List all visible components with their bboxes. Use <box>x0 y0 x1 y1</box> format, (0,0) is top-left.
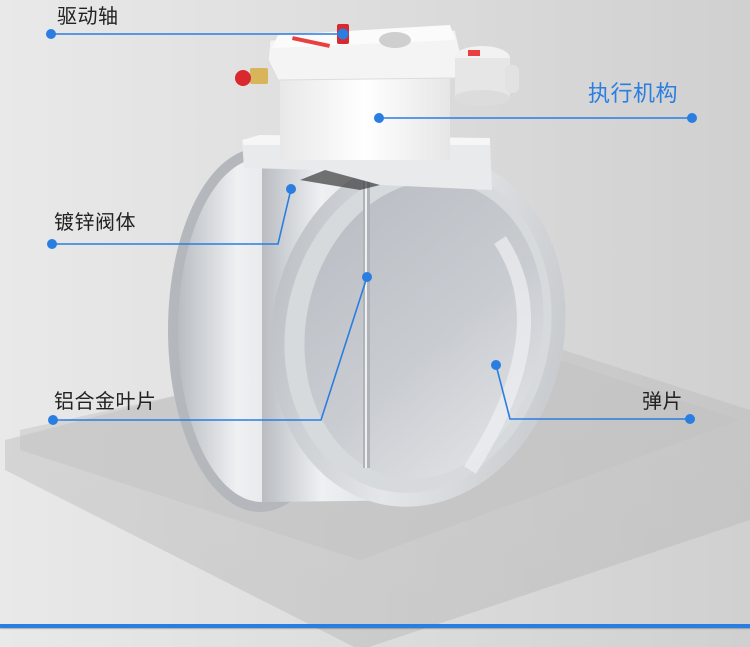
dot-actuator-end <box>687 113 697 123</box>
dot-galvanized-body-start <box>47 239 57 249</box>
dot-galvanized-body-end <box>286 184 296 194</box>
callout-label-aluminum-blade: 铝合金叶片 <box>54 389 157 413</box>
dot-spring-strip-start <box>685 414 695 424</box>
dot-actuator-start <box>374 113 384 123</box>
callout-dots <box>46 28 697 425</box>
callout-label-spring-strip: 弹片 <box>642 389 683 413</box>
actuator-box <box>235 24 519 160</box>
leader-spring-strip <box>495 364 690 420</box>
leader-galvanized-body <box>52 188 292 245</box>
leader-aluminum-blade <box>53 276 368 421</box>
bottom-divider <box>0 624 750 628</box>
callout-lines <box>51 33 692 421</box>
dot-drive-shaft-end <box>337 28 349 40</box>
dot-aluminum-blade-start <box>48 415 58 425</box>
callout-label-drive-shaft: 驱动轴 <box>57 4 119 28</box>
dot-drive-shaft-start <box>46 29 56 39</box>
callout-label-actuator: 执行机构 <box>588 82 679 107</box>
blade-shaft <box>363 178 370 468</box>
dot-spring-strip-end <box>491 360 501 370</box>
callout-label-galvanized-body: 镀锌阀体 <box>54 210 136 234</box>
dot-aluminum-blade-end <box>362 272 372 282</box>
